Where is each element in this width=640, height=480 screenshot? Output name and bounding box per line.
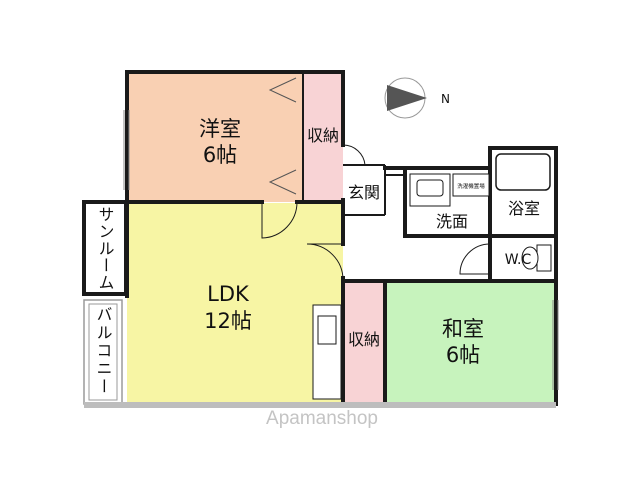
compass-label: N bbox=[441, 92, 450, 106]
yokushitsu-label: 浴室 bbox=[508, 199, 540, 218]
kitchen-counter bbox=[312, 304, 342, 400]
ldk-size: 12帖 bbox=[204, 309, 252, 333]
washer-label: 洗濯機置場 bbox=[457, 182, 485, 190]
senmen-label: 洗面 bbox=[436, 212, 468, 231]
windows bbox=[123, 110, 559, 390]
toilet bbox=[521, 244, 552, 272]
youshitsu-size: 6帖 bbox=[203, 143, 237, 167]
washitsu-name: 和室 bbox=[442, 317, 484, 341]
balcony-area bbox=[83, 299, 123, 405]
room-ldk bbox=[127, 203, 343, 403]
room-washitsu bbox=[387, 283, 556, 403]
closet-markers bbox=[268, 77, 297, 195]
north-arrow-icon bbox=[387, 85, 427, 111]
youshitsu-name: 洋室 bbox=[199, 117, 241, 141]
door-swings bbox=[261, 144, 491, 281]
bathtub bbox=[495, 153, 551, 191]
balcony-inner bbox=[88, 303, 118, 401]
balcony-label: バルコニー bbox=[94, 306, 113, 396]
washer-area: 洗濯機置場 bbox=[409, 173, 490, 207]
washitsu-size: 6帖 bbox=[446, 343, 480, 367]
genkan-label: 玄関 bbox=[348, 183, 380, 202]
storage-top-label: 収納 bbox=[307, 126, 339, 145]
room-storage-top bbox=[303, 72, 343, 202]
room-hallway bbox=[343, 215, 556, 281]
room-storage-bottom bbox=[343, 283, 385, 403]
compass: N bbox=[384, 77, 450, 119]
bottom-wall bbox=[84, 402, 556, 408]
brand-watermark: Apamanshop bbox=[266, 408, 378, 429]
ldk-name: LDK bbox=[207, 282, 250, 306]
storage-bottom-label: 収納 bbox=[348, 330, 380, 349]
sunroom-label: サンルーム bbox=[96, 206, 115, 291]
wc-label: W.C bbox=[505, 252, 532, 268]
